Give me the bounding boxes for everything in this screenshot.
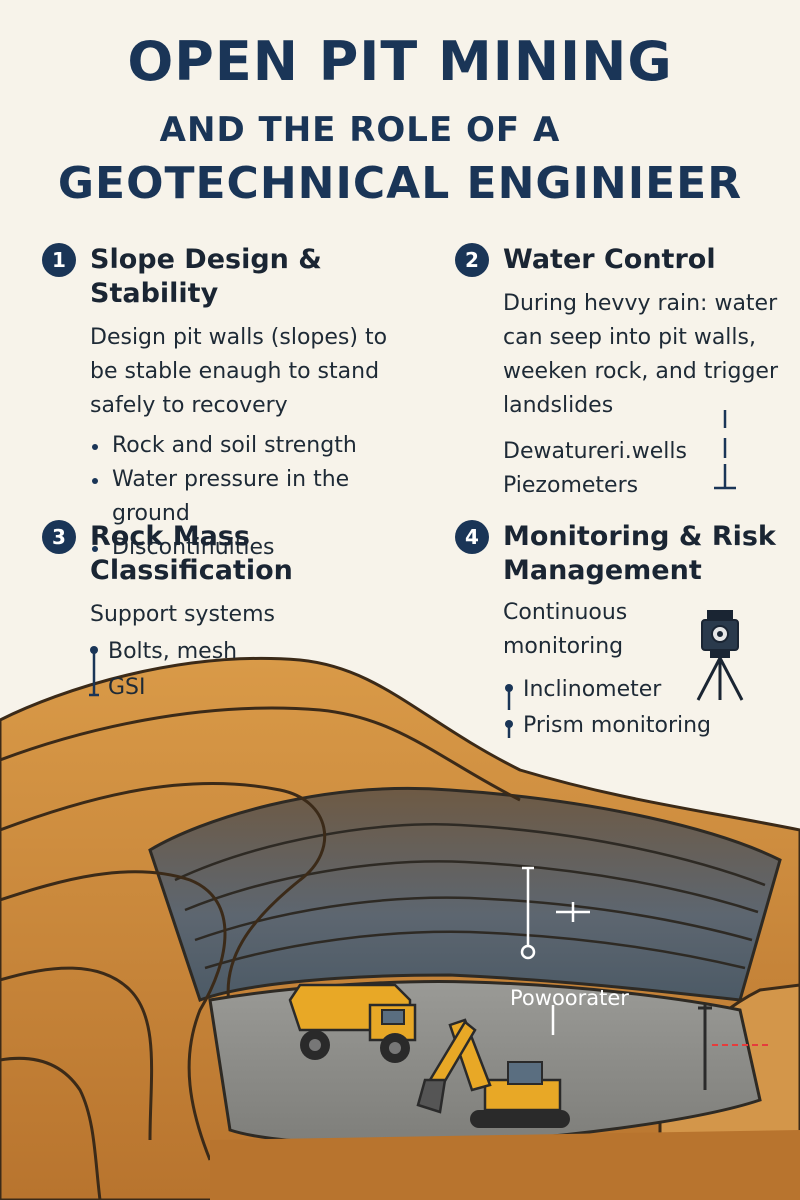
page-title-line1: OPEN PIT MINING — [127, 30, 673, 93]
section-monitoring: 4 Monitoring & Risk Management Continuou… — [455, 520, 785, 744]
page-title-line2: AND THE ROLE OF A — [159, 110, 561, 150]
section-number-4: 4 — [455, 520, 489, 554]
section-heading: Slope Design & Stability — [90, 244, 322, 309]
bullet-list: Rock and soil strength Water pressure in… — [90, 429, 422, 565]
bolt-icon — [89, 646, 99, 697]
section-body-line: Continuous — [503, 600, 628, 625]
total-station-icon — [696, 610, 744, 701]
section-body-line: During hevvy rain: water — [503, 291, 778, 316]
section-rock-mass: 3 Rock Mass Classification Support syste… — [42, 520, 432, 706]
pit-label: Powoorater — [510, 986, 629, 1010]
pit-benches — [174, 823, 766, 970]
section-heading: Rock Mass Classification — [90, 521, 293, 586]
section-body-line: Design pit walls (slopes) to — [90, 325, 388, 350]
section-body-line: landslides — [503, 393, 614, 418]
section-heading: Water Control — [503, 244, 716, 275]
section-body-line: Support systems — [90, 602, 275, 627]
section-body-line: be stable enaugh to stand — [90, 359, 380, 384]
pit-wall — [148, 786, 782, 1002]
list-item: Bolts, mesh — [108, 639, 238, 664]
survey-pole-icon — [698, 1005, 770, 1090]
bullet-item: Rock and soil strength — [90, 429, 422, 463]
section-number-2: 2 — [455, 243, 489, 277]
dump-truck-icon — [288, 983, 417, 1063]
piezometer-icon — [520, 866, 590, 1035]
page-title-line3: GEOTECHNICAL ENGINIEER — [57, 158, 743, 209]
section-number-1: 1 — [42, 243, 76, 277]
section-number-3: 3 — [42, 520, 76, 554]
slope-terraces — [0, 706, 521, 1200]
list-item: Piezometers — [503, 473, 639, 498]
section-heading: Management — [503, 555, 702, 586]
piezometer-gauge-icon — [714, 410, 736, 490]
list-item: Inclinometer — [523, 677, 662, 702]
bullet-item: Water pressure in the ground — [90, 463, 422, 531]
section-water-control: 2 Water Control During hevvy rain: water… — [455, 243, 785, 503]
section-slope-design: 1 Slope Design & Stability Design pit wa… — [42, 243, 422, 565]
section-heading: Monitoring & Risk — [503, 521, 776, 552]
bullet-item: Discontinuities — [90, 531, 422, 565]
section-body-line: can seep into pit walls, — [503, 325, 756, 350]
list-item: GSI — [108, 675, 146, 700]
excavator-icon — [416, 1018, 570, 1128]
list-item: Dewatureri.wells — [503, 439, 687, 464]
inclinometer-icon — [505, 684, 513, 738]
section-body-line: monitoring — [503, 634, 624, 659]
section-body-line: weeken rock, and trigger — [503, 359, 779, 384]
section-body-line: safely to recovery — [90, 393, 288, 418]
list-item: Prism monitoring — [523, 713, 712, 738]
